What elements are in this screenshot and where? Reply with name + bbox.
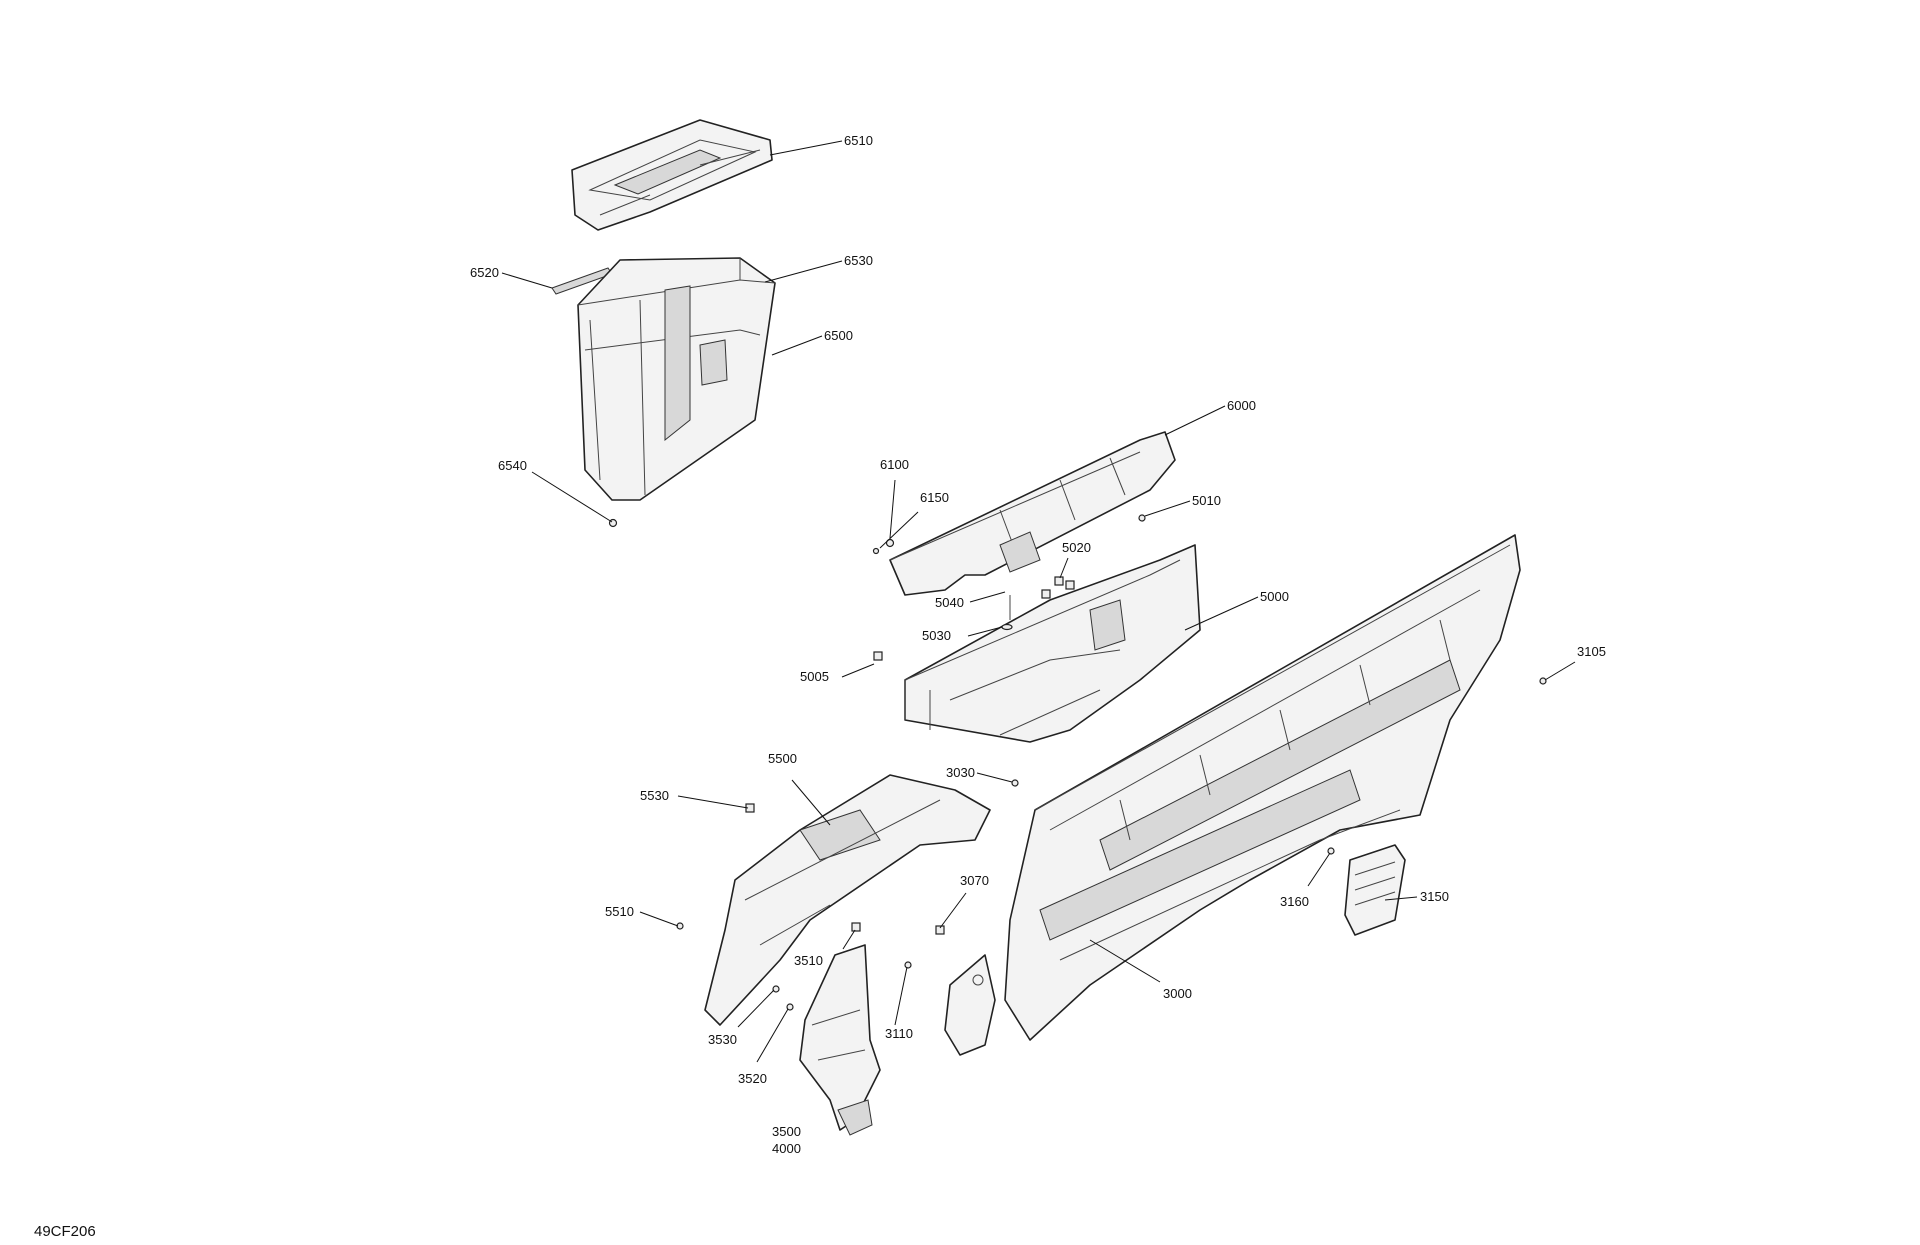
callout-3520: 3520: [738, 1071, 767, 1086]
diagram-code: 49CF206: [34, 1223, 96, 1240]
console-lower-frame: [904, 544, 1201, 743]
callout-4000: 4000: [772, 1141, 801, 1156]
callout-labels: 6510 6520 6530 6500 6540 6000 6100 6150 …: [470, 133, 1606, 1156]
callout-5005: 5005: [800, 669, 829, 684]
side-bracket: [944, 954, 996, 1056]
storage-box-lid: [571, 119, 773, 231]
callout-6100: 6100: [880, 457, 909, 472]
callout-3510: 3510: [794, 953, 823, 968]
callout-6540: 6540: [498, 458, 527, 473]
leader-lines: [501, 140, 1576, 1063]
callout-5030: 5030: [922, 628, 951, 643]
callout-3500: 3500: [772, 1124, 801, 1139]
hardware: [608, 514, 1547, 1011]
callout-3070: 3070: [960, 873, 989, 888]
callout-6150: 6150: [920, 490, 949, 505]
callout-6000: 6000: [1227, 398, 1256, 413]
callout-5000: 5000: [1260, 589, 1289, 604]
callout-3530: 3530: [708, 1032, 737, 1047]
callout-3160: 3160: [1280, 894, 1309, 909]
callout-3110: 3110: [885, 1026, 913, 1041]
console-upper-panel: [889, 431, 1176, 596]
side-duct: [704, 774, 991, 1026]
callout-5020: 5020: [1062, 540, 1091, 555]
callout-5530: 5530: [640, 788, 669, 803]
callout-3105: 3105: [1577, 644, 1606, 659]
storage-box-tub: [577, 257, 776, 501]
callout-6530: 6530: [844, 253, 873, 268]
callout-6500: 6500: [824, 328, 853, 343]
callout-3030: 3030: [946, 765, 975, 780]
callout-3150: 3150: [1420, 889, 1449, 904]
vent-assembly: [1344, 844, 1406, 936]
callout-5040: 5040: [935, 595, 964, 610]
callout-5510: 5510: [605, 904, 634, 919]
callout-6520: 6520: [470, 265, 499, 280]
callout-3000: 3000: [1163, 986, 1192, 1001]
main-rear-panel: [1004, 534, 1521, 1041]
callout-5500: 5500: [768, 751, 797, 766]
lower-duct: [799, 944, 881, 1136]
callout-6510: 6510: [844, 133, 873, 148]
callout-5010: 5010: [1192, 493, 1221, 508]
